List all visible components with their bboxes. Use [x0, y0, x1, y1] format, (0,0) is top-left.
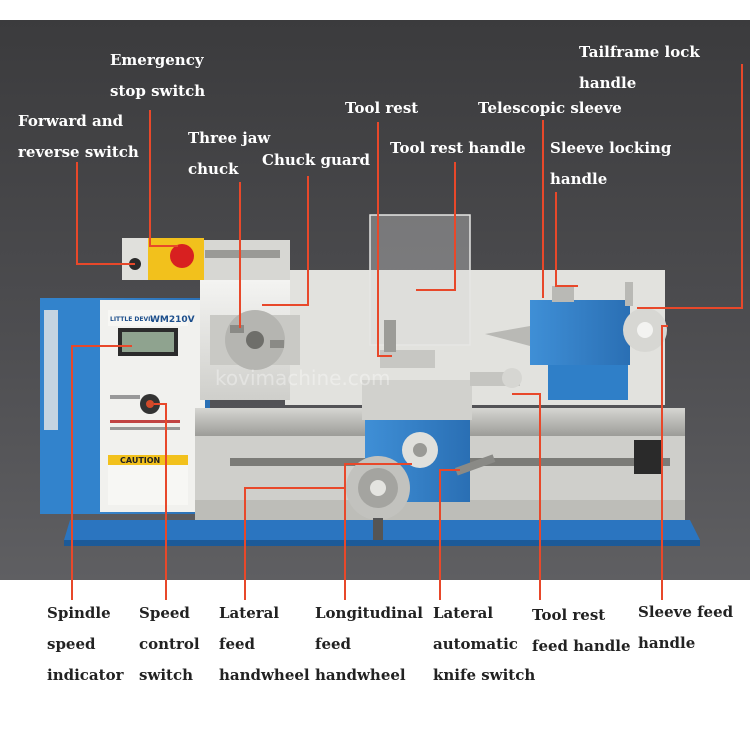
label-speed-control-switch: Speed control switch — [139, 604, 200, 684]
label-tailframe-lock-handle: Tailframe lock handle — [579, 43, 700, 92]
longitudinal-handwheel — [346, 456, 410, 540]
tool-rest-feed-handle — [470, 368, 522, 388]
model-text: WM210V — [150, 315, 195, 325]
end-box — [634, 440, 662, 474]
label-chuck-guard: Chuck guard — [262, 151, 371, 169]
label-three-jaw-chuck: Three jaw chuck — [188, 129, 271, 178]
label-emergency-stop: Emergency stop switch — [110, 51, 206, 100]
label-sleeve-feed-handle: Sleeve feed handle — [638, 603, 734, 652]
label-lateral-feed-handwheel: Lateral feed handwheel — [219, 604, 310, 684]
label-tool-rest-feed-handle: Tool rest feed handle — [532, 606, 631, 655]
label-longitudinal-feed-handwheel: Longitudinal feed handwheel — [315, 604, 423, 684]
label-tool-rest: Tool rest — [345, 99, 419, 117]
label-telescopic-sleeve: Telescopic sleeve — [478, 99, 622, 117]
model-badge: LITTLE DEVIL WM210V — [108, 310, 195, 326]
tailstock — [485, 282, 667, 400]
automatic-knife-lever — [455, 454, 496, 476]
brand-badge-text: LITTLE DEVIL — [110, 316, 154, 323]
watermark: kovimachine.com — [215, 366, 391, 390]
label-sleeve-locking-handle: Sleeve locking handle — [550, 139, 672, 188]
leader-lines — [71, 64, 743, 600]
label-tool-rest-handle: Tool rest handle — [390, 139, 526, 157]
label-lateral-automatic-knife-switch: Lateral automatic knife switch — [433, 604, 536, 684]
label-spindle-speed-indicator: Spindle speed indicator — [47, 604, 124, 684]
three-jaw-chuck — [210, 310, 300, 370]
caution-text: CAUTION — [120, 456, 160, 465]
label-forward-reverse: Forward and reverse switch — [18, 112, 139, 161]
